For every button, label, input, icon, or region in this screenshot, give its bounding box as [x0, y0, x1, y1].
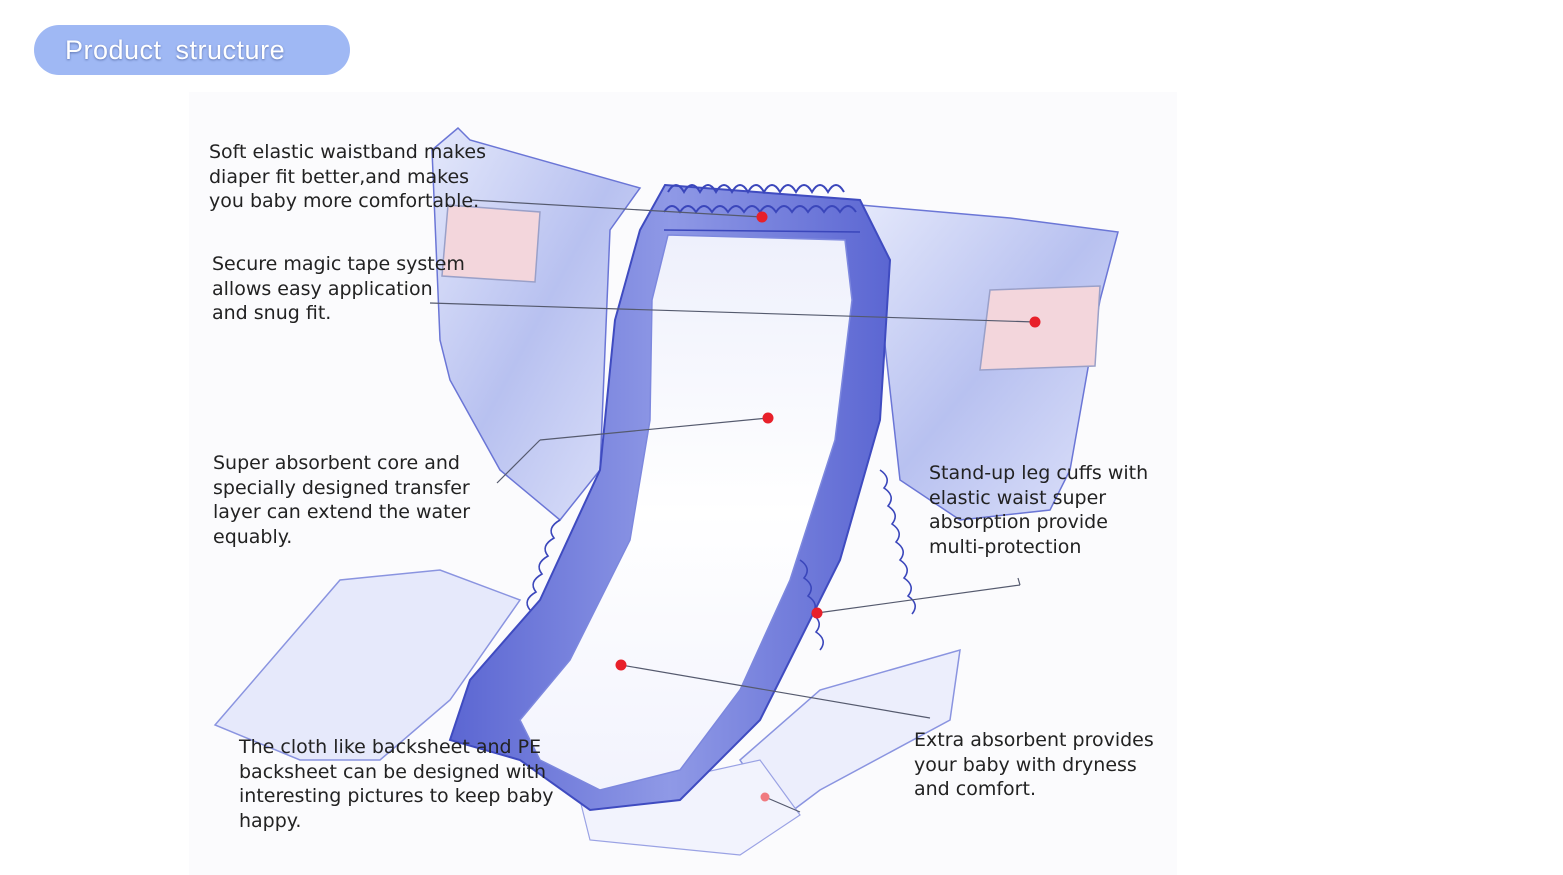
section-title-pill: Product structure	[34, 25, 350, 75]
absorbent-core	[519, 234, 853, 791]
bottom-sheet	[579, 759, 801, 856]
left-magic-tape	[441, 204, 541, 283]
callout-absorbent-core: Super absorbent core and specially desig…	[213, 452, 471, 548]
diaper-drawing	[213, 126, 1119, 856]
diaper-illustration	[189, 92, 1177, 875]
callout-markers	[615, 211, 1041, 802]
callout-extra-absorbent: Extra absorbent provides your baby with …	[914, 729, 1154, 800]
callout-backsheet: The cloth like backsheet and PE backshee…	[239, 736, 554, 832]
front-left-flap	[213, 569, 522, 761]
section-title: Product structure	[65, 34, 286, 65]
marker-backsheet	[760, 792, 770, 802]
callout-leg-cuffs: Stand-up leg cuffs with elastic waist su…	[929, 462, 1149, 558]
marker-cuffs	[811, 607, 823, 619]
leg-cuff-ruffles	[526, 469, 916, 651]
marker-extra	[615, 659, 627, 671]
marker-tape	[1029, 316, 1041, 328]
callout-waistband: Soft elastic waistband makes diaper fit …	[209, 141, 486, 212]
marker-waistband	[756, 211, 768, 223]
callout-magic-tape: Secure magic tape system allows easy app…	[212, 253, 465, 324]
marker-core	[762, 412, 774, 424]
leader-lines	[429, 199, 1036, 813]
right-magic-tape	[979, 285, 1101, 371]
